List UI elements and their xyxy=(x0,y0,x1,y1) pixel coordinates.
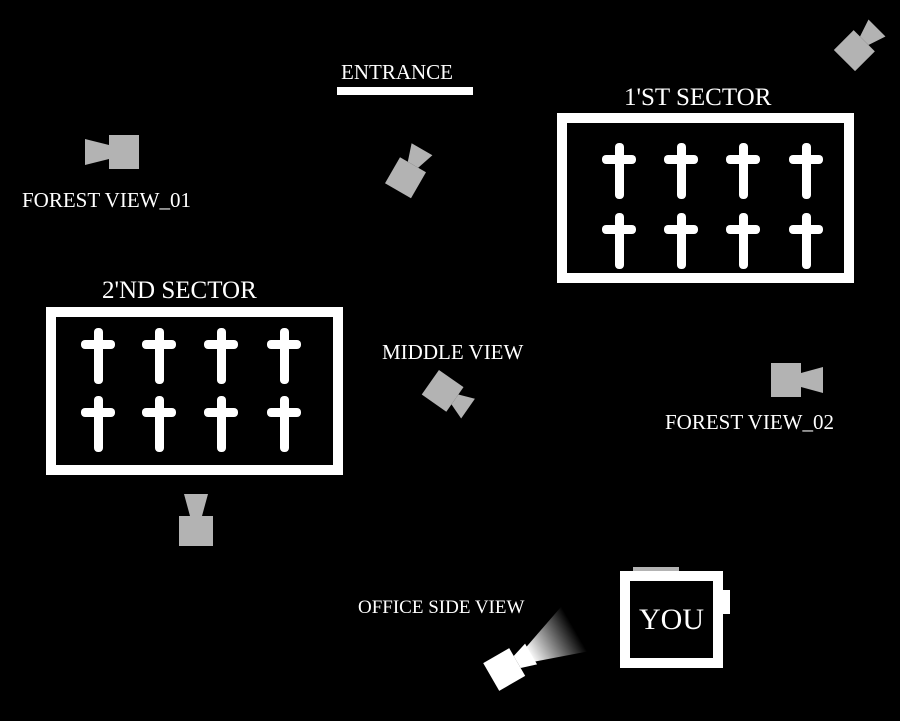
grave-cross-icon xyxy=(204,396,238,452)
camera-entrance-icon[interactable] xyxy=(385,143,433,199)
camera-forest-view-01-icon[interactable] xyxy=(85,135,139,169)
camera-sector-2-icon[interactable] xyxy=(179,494,213,546)
office-door-right xyxy=(720,590,730,614)
grave-cross-icon xyxy=(142,396,176,452)
grave-cross-icon xyxy=(789,143,823,199)
sector-2 xyxy=(46,307,343,475)
grave-cross-icon xyxy=(664,213,698,269)
grave-cross-icon xyxy=(602,213,636,269)
grave-cross-icon xyxy=(81,396,115,452)
entrance-marker xyxy=(337,87,473,95)
grave-cross-icon xyxy=(81,328,115,384)
grave-cross-icon xyxy=(267,328,301,384)
camera-label-office-side-view: OFFICE SIDE VIEW xyxy=(358,597,525,618)
grave-cross-icon xyxy=(726,213,760,269)
player-label: YOU xyxy=(639,602,704,636)
grave-cross-icon xyxy=(142,328,176,384)
sector-1 xyxy=(557,113,854,283)
player-office: YOU xyxy=(620,571,723,668)
sector-1-label: 1'ST SECTOR xyxy=(624,84,772,111)
camera-label-middle-view: MIDDLE VIEW xyxy=(382,340,524,364)
entrance-label: ENTRANCE xyxy=(341,60,453,84)
camera-forest-view-02-icon[interactable] xyxy=(771,363,823,397)
grave-cross-icon xyxy=(664,143,698,199)
grave-cross-icon xyxy=(789,213,823,269)
camera-middle-view-icon[interactable] xyxy=(421,369,475,419)
grave-cross-icon xyxy=(267,396,301,452)
grave-cross-icon xyxy=(204,328,238,384)
sector-2-label: 2'ND SECTOR xyxy=(102,277,257,304)
grave-cross-icon xyxy=(726,143,760,199)
camera-top-right-icon[interactable] xyxy=(833,19,886,72)
office-door-top xyxy=(633,567,679,573)
camera-label-forest-view-02: FOREST VIEW_02 xyxy=(665,410,834,434)
camera-office-side-view-icon[interactable] xyxy=(483,606,588,691)
grave-cross-icon xyxy=(602,143,636,199)
camera-label-forest-view-01: FOREST VIEW_01 xyxy=(22,188,191,212)
